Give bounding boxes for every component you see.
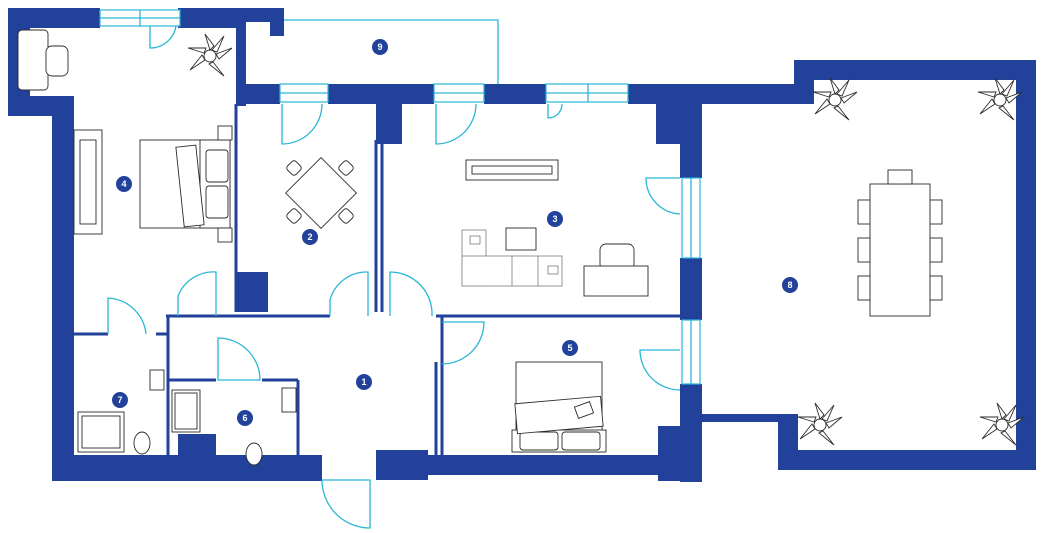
room-number: 5: [567, 343, 572, 353]
plant-icon: [797, 402, 843, 446]
room-number: 7: [117, 395, 122, 405]
room-number: 3: [552, 214, 557, 224]
plant-icon: [977, 77, 1023, 121]
room-marker-8[interactable]: 8: [782, 277, 798, 293]
room-marker-9[interactable]: 9: [372, 39, 388, 55]
room-marker-6[interactable]: 6: [237, 410, 253, 426]
wardrobe: [73, 129, 103, 235]
terrace-dining-set: [857, 169, 943, 317]
bathroom-7-fixtures: [77, 369, 165, 455]
room-marker-7[interactable]: 7: [112, 392, 128, 408]
interior-partitions: [74, 104, 680, 468]
walls: [8, 8, 1036, 482]
desk-chair: [17, 29, 69, 91]
balcony-9-railing: [284, 19, 499, 84]
tv-unit: [465, 159, 559, 181]
room-marker-2[interactable]: 2: [302, 229, 318, 245]
windows: [99, 9, 701, 385]
room-marker-3[interactable]: 3: [547, 211, 563, 227]
armchair-desk: [583, 243, 649, 297]
bed-room4: [139, 125, 233, 243]
bathroom-6-fixtures: [171, 387, 297, 466]
room-number: 9: [377, 42, 382, 52]
doors: [107, 25, 681, 529]
plant-icon: [187, 33, 233, 77]
room-number: 8: [787, 280, 792, 290]
plant-icon: [979, 402, 1025, 446]
room-marker-1[interactable]: 1: [356, 374, 372, 390]
room-number: 6: [242, 413, 247, 423]
room-marker-4[interactable]: 4: [116, 176, 132, 192]
room-marker-5[interactable]: 5: [562, 340, 578, 356]
coffee-table: [505, 227, 537, 251]
plant-icon: [812, 77, 858, 121]
room-number: 1: [361, 377, 366, 387]
room-number: 4: [121, 179, 126, 189]
sofa-room3: [461, 229, 563, 287]
dining-table-room2: [285, 157, 357, 229]
room-number: 2: [307, 232, 312, 242]
bed-room5: [511, 361, 607, 453]
